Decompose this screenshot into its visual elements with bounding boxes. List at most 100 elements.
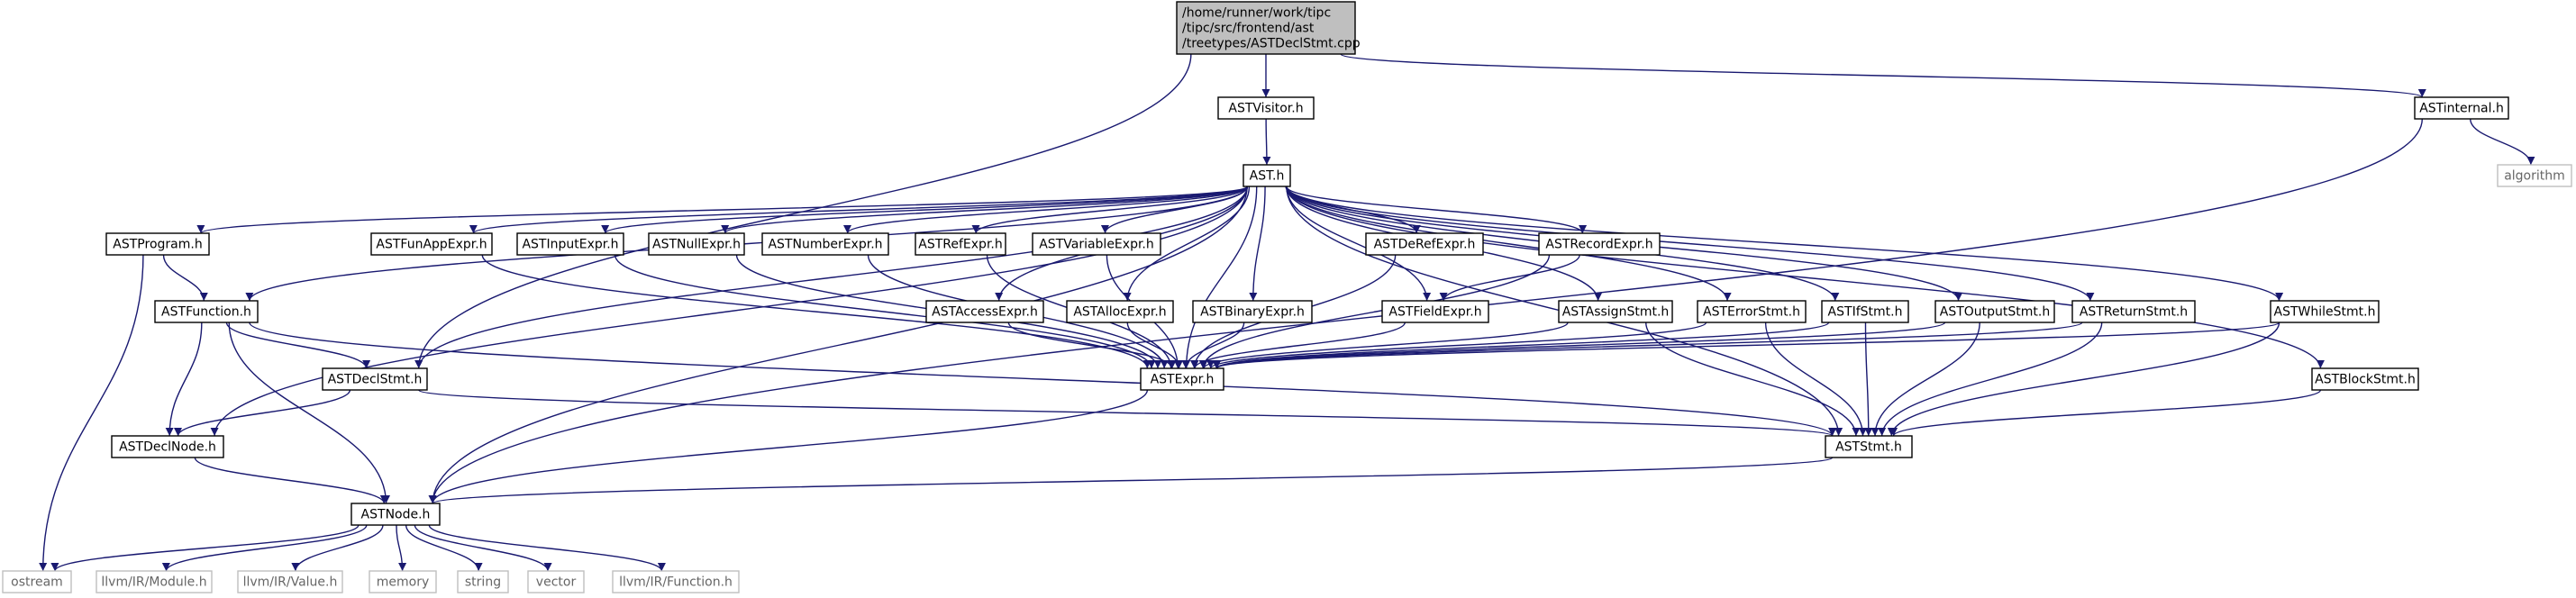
node-visitor[interactable]: ASTVisitor.h [1217,96,1315,120]
node-field[interactable]: ASTFieldExpr.h [1381,300,1489,323]
edge-node-to-llvm_module [161,524,368,572]
node-number-box [761,232,889,256]
node-node-box [350,503,441,526]
edge-ast-to-field [1286,186,1432,302]
edges-layer [39,53,2535,572]
node-output[interactable]: ASTOutputStmt.h [1934,300,2055,323]
node-internal[interactable]: ASTinternal.h [2414,96,2509,120]
node-access[interactable]: ASTAccessExpr.h [925,300,1044,323]
edge-ast-to-input [601,186,1248,234]
node-llvm_function: llvm/IR/Function.h [612,570,740,593]
node-vector-label-line-0: vector [536,575,577,590]
edge-alloc-to-expr [1126,322,1184,369]
node-node[interactable]: ASTNode.h [350,503,441,526]
node-error[interactable]: ASTErrorStmt.h [1697,300,1807,323]
node-variable[interactable]: ASTVariableExpr.h [1032,232,1161,256]
edge-access-to-expr [1007,322,1177,369]
node-field-box [1381,300,1489,323]
node-assign[interactable]: ASTAssignStmt.h [1558,300,1673,323]
edge-stmt-to-node [429,457,1834,504]
edge-declstmt-to-stmt [418,389,1836,437]
node-input-label-line-0: ASTInputExpr.h [522,238,618,252]
node-llvm_function-box [612,570,740,593]
edge-ast-to-program [196,186,1248,234]
node-return[interactable]: ASTReturnStmt.h [2071,300,2196,323]
node-declnode[interactable]: ASTDeclNode.h [111,435,224,458]
node-funapp[interactable]: ASTFunAppExpr.h [370,232,493,256]
node-function[interactable]: ASTFunction.h [154,300,259,323]
node-declstmt-box [322,367,428,391]
node-expr[interactable]: ASTExpr.h [1140,367,1224,391]
node-null-box [648,232,745,256]
edge-function-to-node [228,322,390,504]
node-ast[interactable]: AST.h [1242,164,1291,187]
edge-expr-to-node [428,389,1149,504]
node-binary-label-line-0: ASTBinaryExpr.h [1200,305,1305,320]
edge-ast-to-null [721,186,1248,234]
node-record[interactable]: ASTRecordExpr.h [1538,232,1661,256]
edge-ast-to-while [1286,186,2283,302]
node-null[interactable]: ASTNullExpr.h [648,232,745,256]
node-declstmt-label-line-0: ASTDeclStmt.h [328,373,423,387]
node-number[interactable]: ASTNumberExpr.h [761,232,889,256]
node-input-box [516,232,624,256]
edge-ast-to-function [245,186,1248,302]
edge-ast-to-error [1286,186,1732,302]
node-function-box [154,300,259,323]
edge-node-to-memory [396,524,407,572]
edge-ast-to-record [1286,186,1587,234]
node-string-label-line-0: string [465,575,501,590]
node-while[interactable]: ASTWhileStmt.h [2270,300,2380,323]
node-visitor-label-line-0: ASTVisitor.h [1228,102,1303,116]
node-variable-label-line-0: ASTVariableExpr.h [1039,238,1154,252]
node-expr-label-line-0: ASTExpr.h [1151,373,1215,387]
edge-visitor-to-ast [1262,118,1271,166]
edge-ast-to-node [428,186,1248,504]
node-llvm_value-label-line-0: llvm/IR/Value.h [243,575,338,590]
edge-program-to-ostream [39,254,144,572]
node-access-label-line-0: ASTAccessExpr.h [932,305,1038,320]
edge-ast-to-funapp [469,186,1248,234]
edge-node-to-string [405,524,483,572]
node-ifstmt[interactable]: ASTIfStmt.h [1821,300,1909,323]
edge-program-to-function [162,254,208,302]
node-ref-label-line-0: ASTRefExpr.h [918,238,1002,252]
edge-function-to-stmt [249,322,1836,437]
node-funapp-box [370,232,493,256]
node-llvm_module-label-line-0: llvm/IR/Module.h [101,575,206,590]
node-root[interactable]: /home/runner/work/tipc/tipc/src/frontend… [1176,1,1361,55]
node-record-label-line-0: ASTRecordExpr.h [1545,238,1652,252]
node-string: string [457,570,509,593]
node-memory-box [369,570,437,593]
node-while-box [2270,300,2380,323]
edge-while-to-stmt [1887,322,2280,437]
node-alloc[interactable]: ASTAllocExpr.h [1066,300,1174,323]
node-ostream: ostream [2,570,72,593]
node-function-label-line-0: ASTFunction.h [161,305,251,320]
node-internal-box [2414,96,2509,120]
node-field-label-line-0: ASTFieldExpr.h [1388,305,1481,320]
node-program[interactable]: ASTProgram.h [105,232,210,256]
node-deref-label-line-0: ASTDeRefExpr.h [1374,238,1476,252]
node-declstmt[interactable]: ASTDeclStmt.h [322,367,428,391]
edge-ast-to-return [1286,186,2095,302]
node-alloc-box [1066,300,1174,323]
node-ostream-label-line-0: ostream [11,575,63,590]
node-record-box [1538,232,1661,256]
node-deref[interactable]: ASTDeRefExpr.h [1365,232,1484,256]
edge-ast-to-declstmt [414,186,1248,369]
edge-ast-to-binary [1249,186,1266,302]
edge-root-to-internal [1340,53,2426,98]
edge-ast-to-declnode [210,186,1248,437]
edge-node-to-llvm_value [291,524,384,572]
node-binary[interactable]: ASTBinaryExpr.h [1192,300,1313,323]
node-expr-box [1140,367,1224,391]
node-stmt[interactable]: ASTStmt.h [1825,435,1913,458]
node-ref[interactable]: ASTRefExpr.h [915,232,1006,256]
node-input[interactable]: ASTInputExpr.h [516,232,624,256]
node-block[interactable]: ASTBlockStmt.h [2311,367,2419,391]
node-ostream-box [2,570,72,593]
edge-return-to-stmt [1878,322,2103,437]
edge-input-to-expr [614,254,1156,369]
